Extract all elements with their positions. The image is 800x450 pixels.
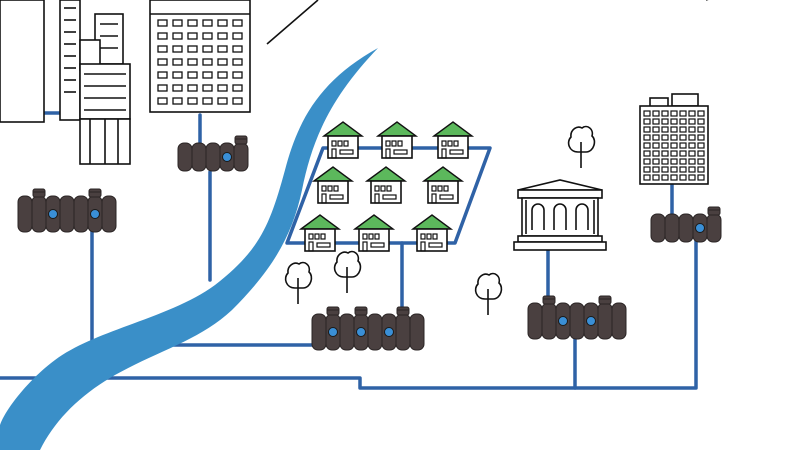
tank-cap [326, 306, 340, 316]
tank-cap [32, 188, 46, 198]
storage-tank [177, 135, 249, 172]
tank-cap [396, 306, 410, 316]
tank-port [558, 316, 568, 326]
tank-port [356, 327, 366, 337]
tank-cap [598, 295, 612, 305]
tank-port [695, 223, 705, 233]
tank-port [586, 316, 596, 326]
civic-building [513, 179, 607, 251]
decorative-line [266, 0, 319, 45]
house [377, 121, 417, 159]
house [313, 166, 353, 204]
house [323, 121, 363, 159]
tank-port [328, 327, 338, 337]
house [433, 121, 473, 159]
tank-port [90, 209, 100, 219]
tree [474, 272, 503, 316]
tower-block [0, 0, 131, 165]
tank-port [222, 152, 232, 162]
tank-cap [707, 206, 721, 216]
tank-port [384, 327, 394, 337]
storage-tank [527, 295, 627, 340]
tree [333, 250, 362, 294]
storage-tank [650, 206, 722, 243]
tank-cap [542, 295, 556, 305]
tank-port [48, 209, 58, 219]
house [366, 166, 406, 204]
house [354, 214, 394, 252]
storage-tank [17, 188, 117, 233]
tank-cap [234, 135, 248, 145]
tree [567, 125, 596, 169]
house [423, 166, 463, 204]
housing-estate [300, 121, 473, 252]
storage-tanks [17, 135, 722, 351]
house [412, 214, 452, 252]
house [300, 214, 340, 252]
tank-cap [354, 306, 368, 316]
office-block-center [149, 0, 251, 113]
storage-tank [311, 306, 425, 351]
tank-cap [88, 188, 102, 198]
river [0, 48, 378, 450]
tree [284, 261, 313, 305]
office-block-right [639, 93, 709, 185]
